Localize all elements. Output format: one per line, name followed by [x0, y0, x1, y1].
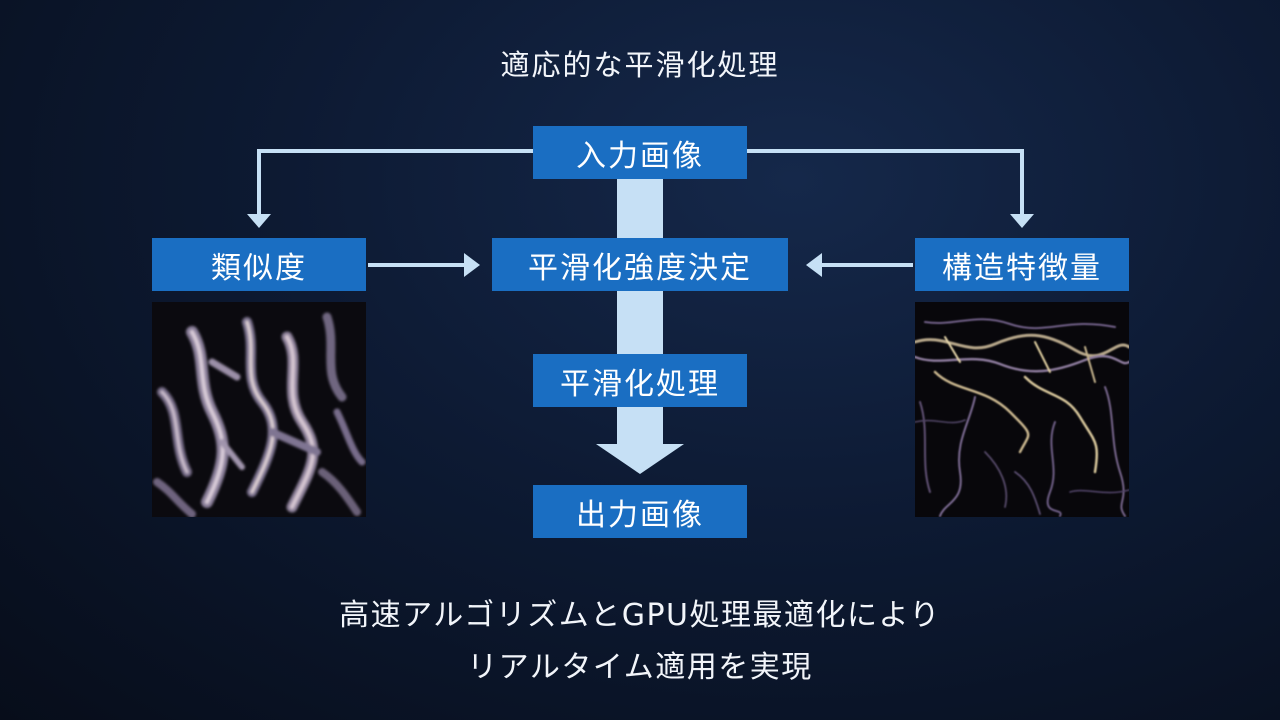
- arrow-input-to-features: [747, 149, 1024, 216]
- diagram-title: 適応的な平滑化処理: [500, 48, 780, 82]
- caption-line-2: リアルタイム適用を実現: [467, 650, 813, 685]
- arrowhead-similarity: [247, 214, 271, 228]
- arrow-input-to-similarity: [257, 149, 533, 216]
- node-smoothing-strength-decision: 平滑化強度決定: [492, 238, 788, 291]
- arrowhead-features: [1010, 214, 1034, 228]
- arrowhead-decision-right: [806, 253, 822, 277]
- node-structural-features: 構造特徴量: [915, 238, 1129, 291]
- node-input-image: 入力画像: [533, 126, 747, 179]
- node-similarity: 類似度: [152, 238, 366, 291]
- structure-feature-map-image: [915, 302, 1129, 517]
- arrowhead-decision-left: [464, 253, 480, 277]
- node-smoothing-process: 平滑化処理: [533, 354, 747, 407]
- main-flow-arrow: [596, 178, 684, 474]
- node-output-image: 出力画像: [533, 485, 747, 538]
- caption-line-1: 高速アルゴリズムとGPU処理最適化により: [339, 598, 941, 633]
- similarity-map-image: [152, 302, 366, 517]
